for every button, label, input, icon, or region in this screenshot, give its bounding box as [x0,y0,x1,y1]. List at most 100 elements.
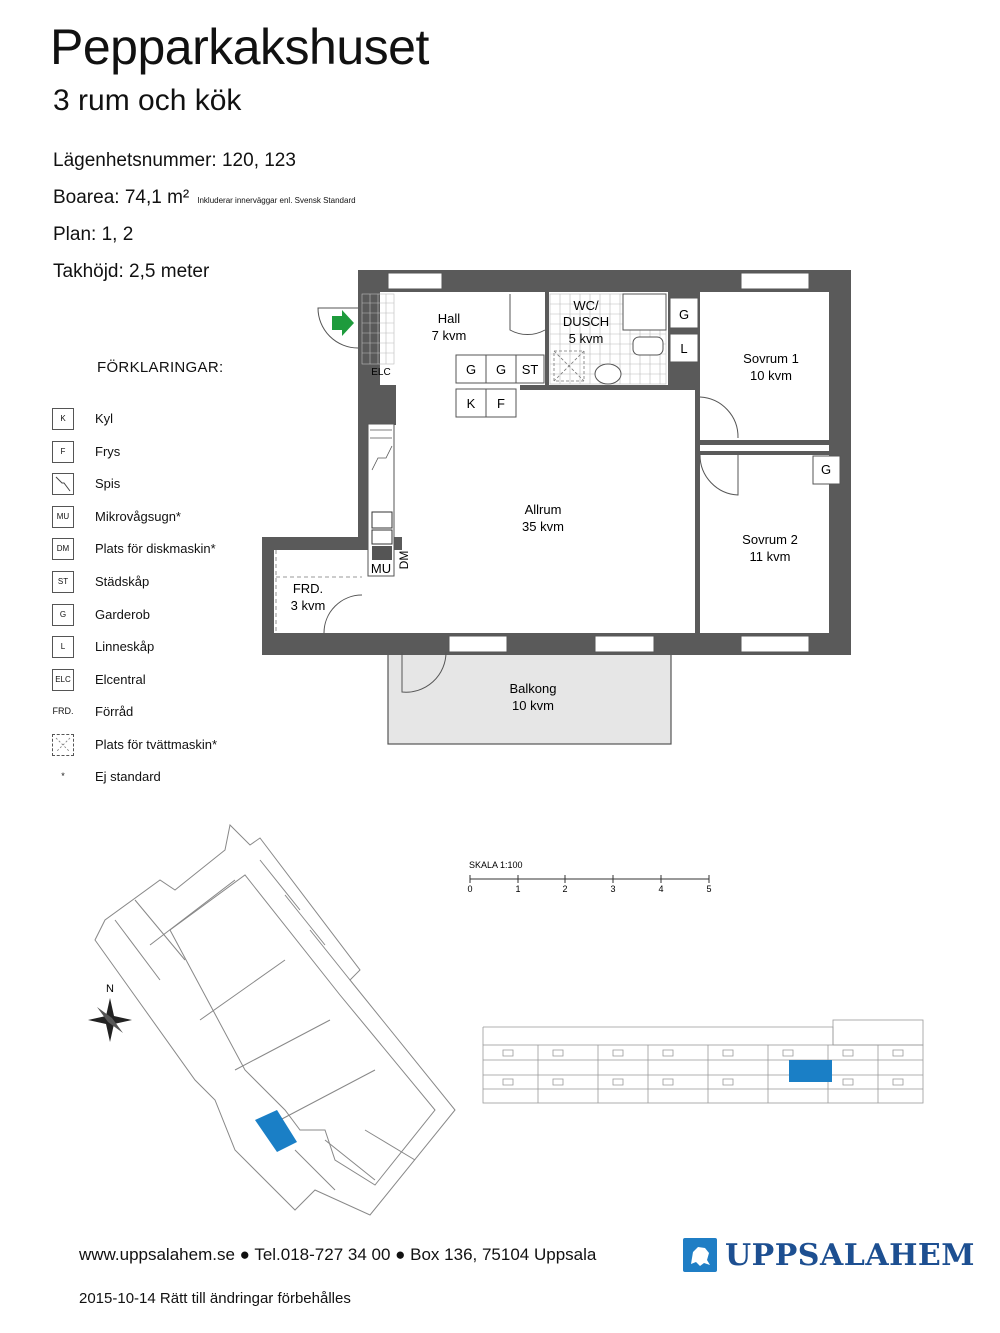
footer-date: 2015-10-14 Rätt till ändringar förbehåll… [79,1290,351,1307]
legend-item-stadskap: ST Städskåp [52,571,292,595]
sink-icon [594,363,622,385]
room-name-sovrum-1: Sovrum 1 [743,351,799,366]
scale-tick-4: 4 [658,884,663,894]
legend-code-st: ST [52,571,74,593]
legend-item-tvattmaskin: Plats för tvättmaskin* [52,734,292,758]
label-l: L [680,341,687,356]
washing-machine-icon [52,734,74,756]
room-area-sovrum-2: 11 kvm [750,549,791,564]
scale-tick-5: 5 [706,884,711,894]
room-name-allrum: Allrum [525,502,562,517]
facade-elevation [482,1019,924,1104]
lion-logo-icon [683,1238,717,1272]
scale-tick-3: 3 [610,884,615,894]
room-area-wc: 5 kvm [569,331,604,346]
scale-label: SKALA 1:100 [469,860,523,870]
room-name-hall: Hall [438,311,461,326]
legend-label: Ej standard [95,769,161,784]
legend-title: FÖRKLARINGAR: [97,359,224,376]
room-area-allrum: 35 kvm [522,519,564,534]
label-k: K [467,396,476,411]
legend-item-forrad: FRD. Förråd [52,701,292,725]
legend-code-asterisk: * [52,766,74,788]
label-mu: MU [371,561,391,576]
apartment-highlight-site [255,1110,297,1152]
stove-icon [371,445,393,471]
legend-item-mikrovagsugn: MU Mikrovågsugn* [52,506,292,530]
legend-item-linneskap: L Linneskåp [52,636,292,660]
legend-label: Städskåp [95,574,150,589]
room-name-wc-2: DUSCH [563,314,609,329]
legend-code-mu: MU [52,506,74,528]
doors [323,294,739,693]
dishwasher-icon [372,546,392,560]
washing-machine-place-icon [553,350,585,382]
storage-boundary [275,550,362,633]
room-area-balkong: 10 kvm [512,698,554,713]
apartment-highlight-facade [789,1060,832,1082]
floor-info: Plan: 1, 2 [53,224,134,245]
page-subtitle: 3 rum och kök [53,84,242,117]
cabinets [455,297,841,485]
legend-label: Garderob [95,607,150,622]
uppsalahem-logo: UPPSALAHEM [683,1236,975,1276]
legend-code-k: K [52,408,74,430]
scale-tick-2: 2 [562,884,567,894]
stove-icon [52,473,74,495]
legend-label: Elcentral [95,672,146,687]
legend-label: Frys [95,444,121,459]
apartment-number: Lägenhetsnummer: 120, 123 [53,150,296,171]
living-area: Boarea: 74,1 m² Inkluderar innerväggar en… [53,187,356,209]
scale-tick-0: 0 [467,884,472,894]
legend-label: Mikrovågsugn* [95,509,181,524]
legend-code-frd: FRD. [52,701,74,723]
compass-north-label: N [106,983,114,995]
legend-label: Linneskåp [95,639,155,654]
legend-item-ej-standard: * Ej standard [52,766,292,790]
legend-label: Kyl [95,411,114,426]
label-g-1: G [466,362,476,377]
room-name-frd: FRD. [293,581,323,596]
shower-icon [622,293,667,331]
kitchen-counter [367,423,395,577]
page-title: Pepparkakshuset [50,19,429,75]
legend-label: Plats för diskmaskin* [95,541,216,556]
compass-icon: N [88,983,132,1042]
legend-label: Förråd [95,704,134,719]
legend-code-elc: ELC [52,669,74,691]
room-area-frd: 3 kvm [291,598,326,613]
legend-item-kyl: K Kyl [52,408,292,432]
scale-bar: SKALA 1:100 0 1 2 3 4 5 [467,860,711,894]
outer-walls [262,270,851,655]
windows [387,272,810,653]
legend-label: Plats för tvättmaskin* [95,737,218,752]
entrance-tiles [361,293,395,365]
footer-contact: www.uppsalahem.se ● Tel.018-727 34 00 ● … [79,1245,597,1264]
room-name-wc-1: WC/ [573,298,599,313]
label-dm: DM [397,551,411,570]
legend-code-g: G [52,604,74,626]
entrance-arrow-icon [332,310,354,336]
legend-item-spis: Spis [52,473,292,497]
logo-text: UPPSALAHEM [725,1238,976,1273]
legend-item-diskmaskin: DM Plats för diskmaskin* [52,538,292,562]
label-g-wc: G [679,307,689,322]
legend-item-frys: F Frys [52,441,292,465]
legend-code-f: F [52,441,74,463]
legend-item-elcentral: ELC Elcentral [52,669,292,693]
scale-tick-1: 1 [515,884,520,894]
ceiling-height: Takhöjd: 2,5 meter [53,261,210,282]
room-name-sovrum-2: Sovrum 2 [742,532,798,547]
label-f: F [497,396,505,411]
legend-code-dm: DM [52,538,74,560]
legend-item-garderob: G Garderob [52,604,292,628]
label-g-sovrum: G [821,462,831,477]
room-area-hall: 7 kvm [432,328,467,343]
living-area-value: Boarea: 74,1 m² [53,187,190,208]
legend-code-l: L [52,636,74,658]
label-st: ST [522,362,539,377]
legend-label: Spis [95,476,121,491]
room-area-sovrum-1: 10 kvm [750,368,792,383]
living-area-note: Inkluderar innerväggar enl. Svensk Stand… [197,196,356,205]
